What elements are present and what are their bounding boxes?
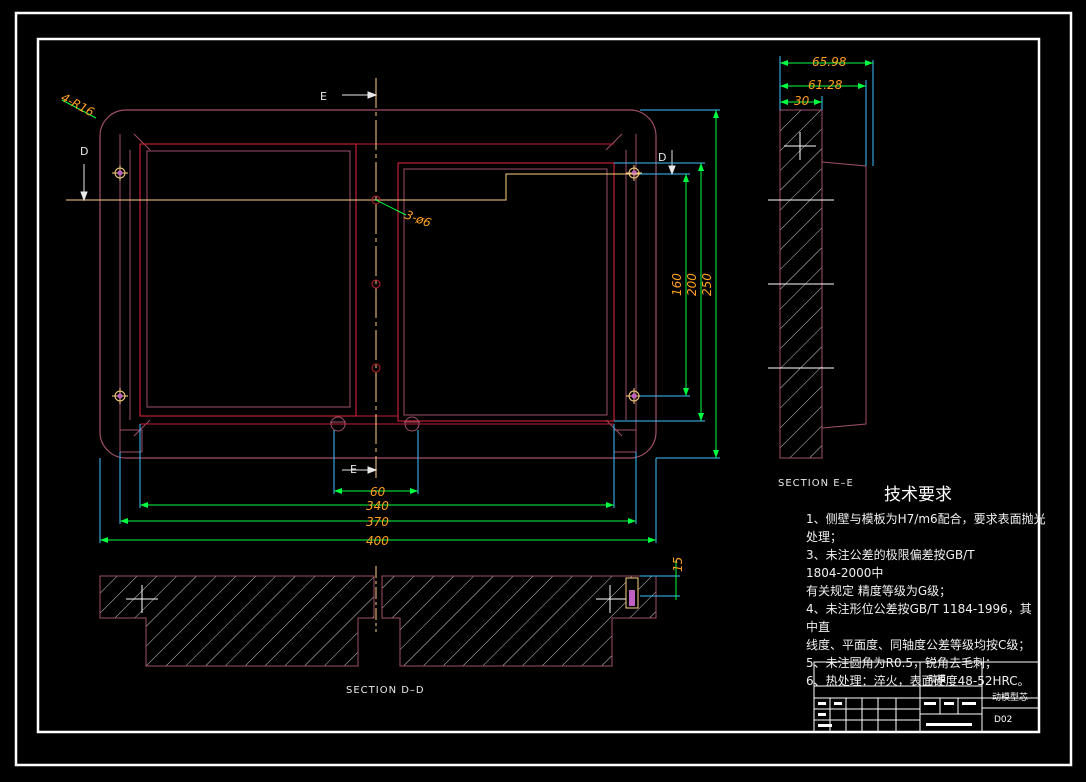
tech-line-7: 中直 <box>806 619 830 634</box>
section-dd-left <box>99 575 375 667</box>
corner-pin-fills <box>117 170 637 399</box>
dim-160: 160 <box>670 273 684 296</box>
section-dd-title: SECTION D–D <box>346 685 425 696</box>
cut-label-e-top: E <box>320 90 327 103</box>
title-block-bars <box>818 702 976 727</box>
title-part-name: 动模型芯 <box>992 691 1028 703</box>
right-cavity-inner <box>403 168 608 416</box>
section-arrows <box>80 91 676 474</box>
corner-details <box>133 133 623 437</box>
dim-lines-h <box>100 488 656 543</box>
cut-label-d-left: D <box>80 145 88 158</box>
top-edge-line <box>129 143 627 420</box>
gate-circle-right <box>404 416 420 432</box>
section-dd-right <box>381 575 657 667</box>
left-cavity-inner <box>146 150 351 408</box>
leader-radius <box>61 99 97 119</box>
section-dd-pin-fill <box>629 590 635 606</box>
dim-200: 200 <box>685 273 699 296</box>
ee-dims <box>780 60 873 105</box>
tech-line-6: 4、未注形位公差按GB/T 1184-1996，其 <box>806 601 1032 616</box>
section-d-line <box>66 173 680 201</box>
dim-250: 250 <box>700 273 714 296</box>
section-ee-title: SECTION E–E <box>778 478 854 489</box>
vertical-ext <box>614 109 720 459</box>
dim-65-98: 65.98 <box>812 55 847 69</box>
runner-lines <box>140 143 614 425</box>
tech-line-3: 3、未注公差的极限偏差按GB/T <box>806 547 975 562</box>
dim-60: 60 <box>370 485 386 499</box>
dim-400: 400 <box>366 534 389 548</box>
dd-ext <box>640 575 680 597</box>
tech-line-5: 有关规定 精度等级为G级； <box>806 583 951 598</box>
plate-outline <box>99 109 657 459</box>
section-dd: 15 SECTION D–D <box>99 557 685 696</box>
section-ee: 65.98 61.28 30 SECTION E–E <box>768 55 874 489</box>
section-dd-crosses <box>126 585 626 613</box>
leader-holes <box>375 199 407 216</box>
tech-title: 技术要求 <box>884 485 952 505</box>
left-cavity-outer <box>139 143 357 417</box>
tech-requirements: 技术要求 1、侧壁与模板为H7/m6配合，要求表面抛光 处理； 3、未注公差的极… <box>806 485 1046 688</box>
dim-370: 370 <box>366 515 389 529</box>
dim-lines-v <box>683 110 719 458</box>
outer-frame <box>14 11 1073 767</box>
top-view: E E D D 4-R16 3-ø6 60 340 370 400 <box>59 78 720 548</box>
section-ee-breaks <box>768 132 834 369</box>
horizontal-dims <box>99 424 657 543</box>
tech-line-10: 6、热处理：淬火，表面硬度48-52HRC。 <box>806 673 1030 688</box>
gate-circle-left <box>330 416 346 432</box>
cut-label-e-bottom: E <box>350 463 357 476</box>
dim-15: 15 <box>671 557 685 572</box>
cut-label-d-right: D <box>658 151 666 164</box>
shoulder-outline <box>119 134 637 453</box>
tech-line-2: 处理； <box>806 530 842 544</box>
tech-line-4: 1804-2000中 <box>806 565 883 580</box>
label-corner-radius: 4-R16 <box>59 90 97 119</box>
section-ee-flange <box>821 161 867 429</box>
tech-line-1: 1、侧壁与模板为H7/m6配合，要求表面抛光 <box>806 511 1046 526</box>
dim-61-28: 61.28 <box>808 78 843 92</box>
tech-line-8: 线度、平面度、同轴度公差等级均按C级； <box>806 637 1030 652</box>
title-block <box>813 661 1040 733</box>
dim-30: 30 <box>794 94 810 108</box>
dim-340: 340 <box>366 499 389 513</box>
holes-3 <box>371 195 381 373</box>
inner-frame <box>36 37 1041 734</box>
right-cavity-outer <box>397 162 615 422</box>
title-center-mark: 动模 <box>928 674 946 685</box>
label-holes: 3-ø6 <box>403 208 433 230</box>
title-drawing-no: D02 <box>994 715 1012 725</box>
